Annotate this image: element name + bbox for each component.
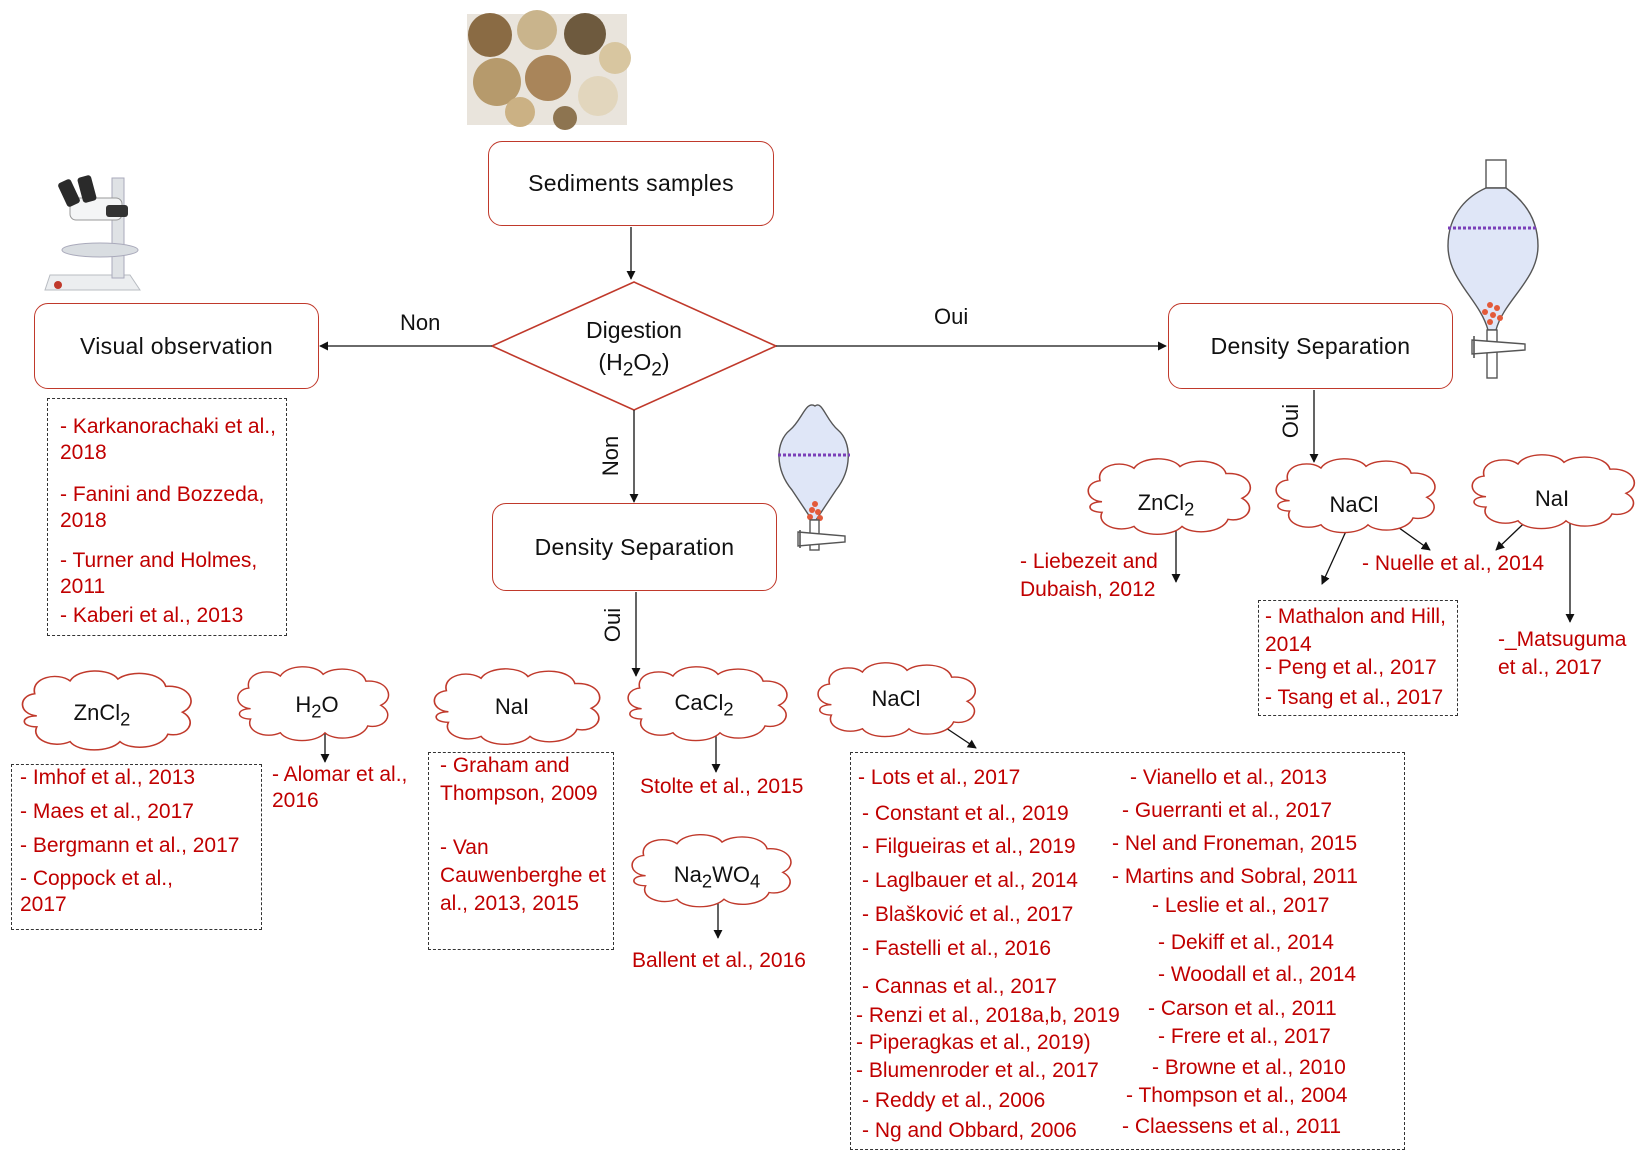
ref-visual-4: - Kaberi et al., 2013 bbox=[60, 604, 244, 627]
edge-label-oui-right-down: Oui bbox=[1278, 403, 1304, 439]
density-separation-mid-box: Density Separation bbox=[492, 503, 777, 591]
edge-label-non-left: Non bbox=[400, 310, 441, 335]
cloud-na2wo4-label: Na2WO4 bbox=[673, 862, 761, 892]
ref-matsuguma: -_Matsuguma et al., 2017 bbox=[1498, 628, 1627, 679]
refs-zncl2-left-box bbox=[11, 764, 262, 930]
ref-nacl-c1-12: - Ng and Obbard, 2006 bbox=[862, 1119, 1077, 1142]
ref-nacl-c1-4: - Laglbauer et al., 2014 bbox=[862, 869, 1078, 892]
ref-visual-3: - Turner and Holmes, 2011 bbox=[60, 549, 258, 598]
digestion-title: Digestion bbox=[586, 317, 682, 343]
ref-nacl-c2-2: - Guerranti et al., 2017 bbox=[1122, 799, 1333, 822]
edge-label-oui-right: Oui bbox=[934, 304, 969, 329]
refs-nacl-mid-box bbox=[850, 752, 1405, 1150]
ref-nacl-right-1: - Mathalon and Hill, 2014 bbox=[1265, 605, 1446, 656]
ref-nai-mid-2: - Van Cauwenberghe et al., 2013, 2015 bbox=[440, 836, 606, 915]
ref-zncl2-left-1: - Imhof et al., 2013 bbox=[20, 766, 196, 789]
ref-nacl-c1-10: - Blumenroder et al., 2017 bbox=[856, 1059, 1099, 1082]
ref-nacl-c1-6: - Fastelli et al., 2016 bbox=[862, 937, 1052, 960]
ref-nacl-c2-10: - Browne et al., 2010 bbox=[1152, 1056, 1346, 1079]
ref-visual-1: - Karkanorachaki et al., 2018 bbox=[60, 415, 276, 464]
ref-nai-mid-1: - Graham and Thompson, 2009 bbox=[440, 754, 598, 805]
edge-label-oui-mid: Oui bbox=[600, 607, 626, 643]
ref-nacl-c1-1: - Lots et al., 2017 bbox=[858, 766, 1021, 789]
ref-zncl2-left-2: - Maes et al., 2017 bbox=[20, 800, 194, 823]
ref-zncl2-left-4: - Coppock et al., 2017 bbox=[20, 867, 173, 916]
sediment-samples-photo bbox=[467, 10, 631, 130]
cloud-cacl2-label: CaCl2 bbox=[674, 690, 734, 720]
ref-zncl2-left-3: - Bergmann et al., 2017 bbox=[20, 834, 240, 857]
edge-label-non-down: Non bbox=[598, 435, 624, 477]
ref-nacl-right-3: - Tsang et al., 2017 bbox=[1265, 686, 1444, 709]
ref-nacl-c1-7: - Cannas et al., 2017 bbox=[862, 975, 1057, 998]
cloud-nacl-mid-label: NaCl bbox=[871, 686, 921, 711]
ref-nacl-c2-8: - Carson et al., 2011 bbox=[1148, 997, 1337, 1020]
ref-nacl-c2-5: - Leslie et al., 2017 bbox=[1152, 894, 1330, 917]
separatory-funnel-icon-right bbox=[1447, 159, 1539, 379]
ref-nacl-c2-7: - Woodall et al., 2014 bbox=[1158, 963, 1357, 986]
sediments-samples-box: Sediments samples bbox=[488, 141, 774, 226]
density-separation-mid-label: Density Separation bbox=[534, 533, 735, 560]
ref-nacl-c2-4: - Martins and Sobral, 2011 bbox=[1112, 865, 1358, 888]
ref-nacl-c2-6: - Dekiff et al., 2014 bbox=[1158, 931, 1334, 954]
density-separation-right-box: Density Separation bbox=[1168, 303, 1453, 389]
refs-nacl-right-box bbox=[1258, 600, 1458, 716]
ref-nacl-c1-3: - Filgueiras et al., 2019 bbox=[862, 835, 1076, 858]
ref-zncl2-right: - Liebezeit and Dubaish, 2012 bbox=[1020, 550, 1158, 601]
separatory-funnel-icon-mid bbox=[778, 404, 850, 551]
visual-observation-box: Visual observation bbox=[34, 303, 319, 389]
cloud-zncl2-right-label: ZnCl2 bbox=[1137, 490, 1195, 520]
ref-nuelle: - Nuelle et al., 2014 bbox=[1362, 552, 1545, 575]
ref-nacl-c2-9: - Frere et al., 2017 bbox=[1158, 1025, 1331, 1048]
microscope-icon bbox=[44, 175, 141, 291]
density-separation-right-label: Density Separation bbox=[1210, 332, 1411, 359]
ref-nacl-c1-11: - Reddy et al., 2006 bbox=[862, 1089, 1046, 1112]
visual-observation-label: Visual observation bbox=[80, 332, 273, 359]
cloud-nai-mid-label: NaI bbox=[494, 694, 530, 719]
digestion-formula: (H2O2) bbox=[598, 349, 670, 381]
cloud-nacl-right-label: NaCl bbox=[1329, 492, 1379, 517]
ref-nacl-c1-9: - Piperagkas et al., 2019) bbox=[856, 1031, 1091, 1054]
sediments-samples-label: Sediments samples bbox=[528, 170, 734, 196]
ref-nacl-c2-11: - Thompson et al., 2004 bbox=[1126, 1084, 1348, 1107]
cloud-nai-right-label: NaI bbox=[1534, 486, 1570, 511]
ref-nacl-c1-2: - Constant et al., 2019 bbox=[862, 802, 1069, 825]
ref-nacl-c2-1: - Vianello et al., 2013 bbox=[1130, 766, 1327, 789]
ref-visual-2: - Fanini and Bozzeda, 2018 bbox=[60, 483, 265, 532]
refs-visual-box bbox=[47, 398, 287, 636]
ref-cacl2: Stolte et al., 2015 bbox=[640, 775, 804, 798]
cloud-zncl2-left-label: ZnCl2 bbox=[73, 700, 131, 730]
ref-na2wo4: Ballent et al., 2016 bbox=[632, 949, 806, 972]
ref-nacl-c2-3: - Nel and Froneman, 2015 bbox=[1112, 832, 1358, 855]
cloud-h2o-label: H2O bbox=[295, 692, 339, 722]
refs-nai-mid-box bbox=[428, 752, 614, 950]
ref-nacl-c1-5: - Blašković et al., 2017 bbox=[862, 903, 1074, 926]
ref-h2o: - Alomar et al., 2016 bbox=[272, 763, 408, 812]
digestion-label: Digestion (H2O2) bbox=[544, 314, 724, 387]
ref-nacl-c1-8: - Renzi et al., 2018a,b, 2019 bbox=[856, 1004, 1120, 1027]
ref-nacl-right-2: - Peng et al., 2017 bbox=[1265, 656, 1437, 679]
ref-nacl-c2-12: - Claessens et al., 2011 bbox=[1122, 1115, 1342, 1138]
